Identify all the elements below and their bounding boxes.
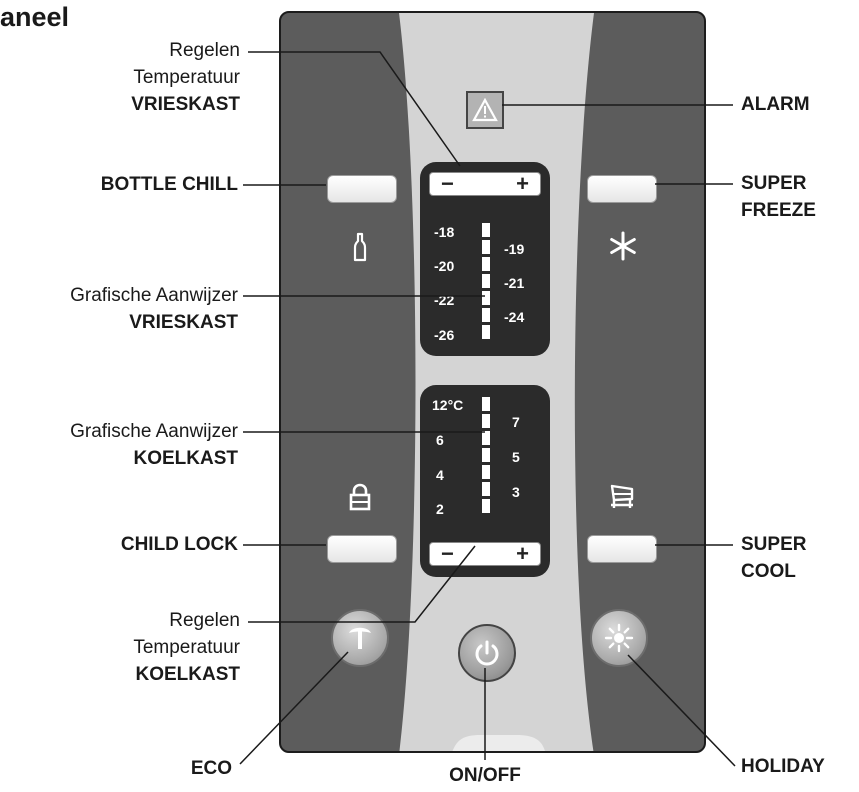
callout-super-cool: SUPER COOL (741, 534, 807, 582)
fridge-scale-label: 5 (512, 449, 520, 465)
callout-grafische-vrieskast: Grafische Aanwijzer VRIESKAST (70, 285, 238, 333)
freezer-indicator-segment (482, 291, 490, 305)
fridge-scale-label: 2 (436, 501, 444, 517)
freezer-scale-label: -24 (504, 309, 525, 325)
freezer-indicator-segment (482, 257, 490, 271)
page-title: aneel (0, 2, 70, 32)
control-panel: − + -18 -20 -22 -26 -19 -21 -24 12°C 6 4… (279, 11, 706, 753)
on-off-button[interactable] (458, 624, 516, 682)
callout-on-off: ON/OFF (449, 765, 521, 786)
freezer-scale-label: -20 (434, 258, 455, 274)
freezer-indicator-segment (482, 223, 490, 237)
fridge-display: 12°C 6 4 2 7 5 3 − + (420, 385, 550, 577)
callout-alarm: ALARM (741, 94, 810, 115)
super-freeze-button[interactable] (587, 175, 657, 203)
callout-bottle-chill: BOTTLE CHILL (100, 174, 238, 195)
super-cool-button[interactable] (587, 535, 657, 563)
power-icon (475, 640, 499, 666)
freezer-indicator-segment (482, 308, 490, 322)
fridge-plus-button[interactable]: + (516, 541, 529, 566)
freezer-display: − + -18 -20 -22 -26 -19 -21 -24 (420, 162, 550, 356)
fridge-scale-label: 3 (512, 484, 520, 500)
freezer-scale-label: -26 (434, 327, 455, 343)
fridge-indicator-segment (482, 448, 490, 462)
fridge-temp-control[interactable]: − + (429, 541, 541, 566)
freezer-plus-button[interactable]: + (516, 171, 529, 196)
freezer-scale-label: -22 (434, 292, 455, 308)
callout-grafische-koelkast: Grafische Aanwijzer KOELKAST (70, 421, 238, 469)
warning-triangle-icon (472, 98, 498, 122)
fridge-scale-label: 6 (436, 432, 444, 448)
fridge-indicator-segment (482, 499, 490, 513)
freezer-indicator-segment (482, 274, 490, 288)
fridge-scale-label: 7 (512, 414, 520, 430)
freezer-indicator-segment (482, 240, 490, 254)
callout-eco: ECO (190, 758, 232, 779)
freezer-scale-label: -18 (434, 224, 455, 240)
eco-leaf-icon (349, 627, 371, 649)
fridge-scale-label: 12°C (432, 397, 464, 413)
freezer-scale-label: -19 (504, 241, 525, 257)
freezer-temp-control[interactable]: − + (429, 171, 541, 196)
eco-button[interactable] (331, 609, 389, 667)
fridge-scale-label: 4 (436, 467, 444, 483)
callout-child-lock: CHILD LOCK (120, 534, 238, 555)
fridge-indicator-segment (482, 465, 490, 479)
alarm-button[interactable] (466, 91, 504, 129)
fridge-indicator-segment (482, 482, 490, 496)
freezer-scale-label: -21 (504, 275, 525, 291)
callout-regelen-koelkast: Regelen Temperatuur KOELKAST (133, 610, 240, 685)
bottle-chill-button[interactable] (327, 175, 397, 203)
sun-icon (604, 623, 634, 653)
padlock-icon (343, 480, 377, 514)
fridge-indicator-segment (482, 397, 490, 411)
fridge-minus-button[interactable]: − (441, 541, 454, 566)
holiday-button[interactable] (590, 609, 648, 667)
fridge-indicator-segment (482, 414, 490, 428)
bottle-icon (345, 229, 375, 265)
callout-super-freeze: SUPER FREEZE (741, 173, 816, 221)
freezer-minus-button[interactable]: − (441, 171, 454, 196)
snowflake-icon (605, 228, 641, 264)
fridge-indicator-segment (482, 431, 490, 445)
callout-regelen-vrieskast: Regelen Temperatuur VRIESKAST (131, 40, 240, 115)
callout-holiday: HOLIDAY (741, 756, 825, 777)
freezer-indicator-segment (482, 325, 490, 339)
cart-icon (604, 480, 640, 514)
child-lock-button[interactable] (327, 535, 397, 563)
